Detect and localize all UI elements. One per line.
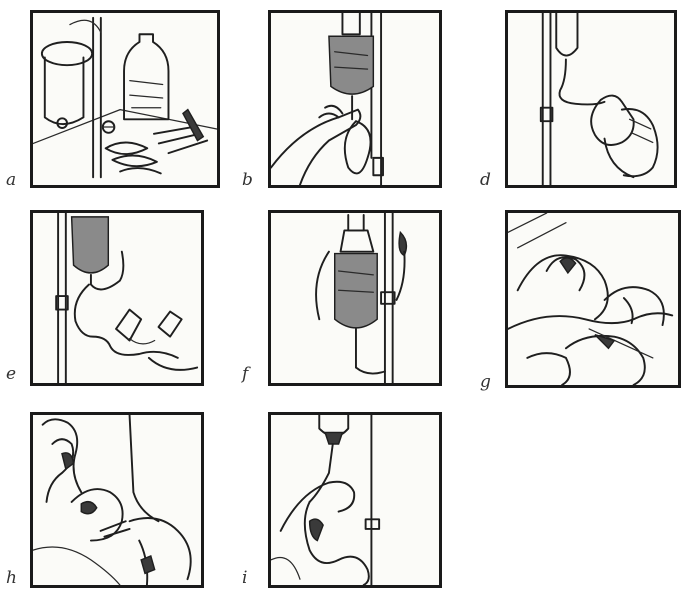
panel-f-label: f — [242, 366, 248, 383]
panel-e-illustration — [30, 210, 204, 386]
panel-i-label: i — [242, 570, 247, 587]
panel-f-illustration — [268, 210, 442, 386]
supplies-drawing — [33, 13, 217, 185]
clamp-adjust-drawing — [33, 213, 201, 383]
drip-chamber-drawing — [271, 213, 439, 383]
bottle-spike-drawing — [271, 13, 439, 185]
panel-h-illustration — [30, 412, 204, 588]
panel-e-label: e — [6, 366, 16, 383]
panel-d-label: d — [480, 172, 491, 189]
panel-a-illustration — [30, 10, 220, 188]
panel-g-label: g — [480, 374, 491, 391]
panel-b-label: b — [242, 172, 253, 189]
panel-d-illustration — [505, 10, 677, 188]
vein-puncture-drawing — [508, 213, 678, 385]
panel-b-illustration — [268, 10, 442, 188]
panel-a-label: a — [6, 172, 16, 189]
flow-regulate-drawing — [271, 415, 439, 585]
panel-h-label: h — [6, 570, 17, 587]
tubing-flush-drawing — [508, 13, 674, 185]
secure-needle-drawing — [33, 415, 201, 585]
panel-i-illustration — [268, 412, 442, 588]
panel-g-illustration — [505, 210, 681, 388]
